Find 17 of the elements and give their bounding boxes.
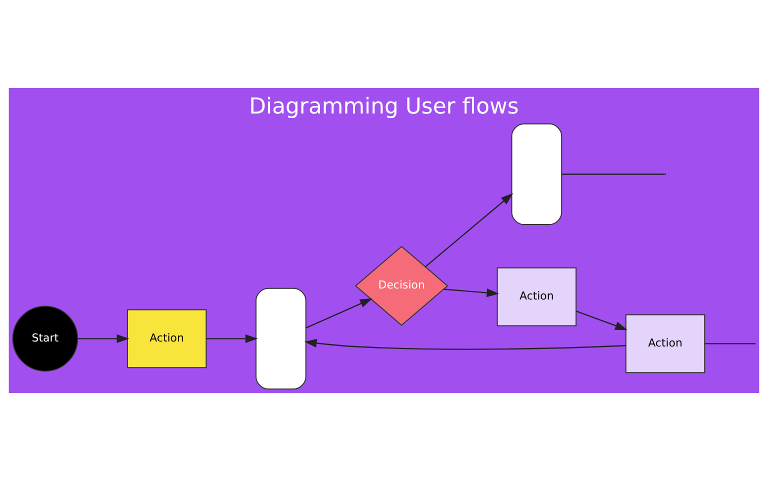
node-circle: Start [12, 305, 78, 372]
node-box [511, 122, 562, 225]
node-box: Action [126, 308, 207, 368]
arrow [425, 192, 514, 267]
node-box: Action [496, 266, 577, 326]
arrow [306, 298, 372, 328]
node-box: Action [625, 314, 706, 373]
node-diamond: Decision [354, 245, 448, 326]
diagram-title: Diagramming User flows [249, 94, 519, 120]
arrow [444, 288, 500, 297]
arrow [576, 310, 628, 330]
node-box [256, 287, 306, 390]
arrow [304, 338, 626, 350]
connector [562, 173, 664, 174]
connector [704, 342, 754, 344]
arrow [78, 334, 130, 342]
arrow [206, 334, 258, 342]
